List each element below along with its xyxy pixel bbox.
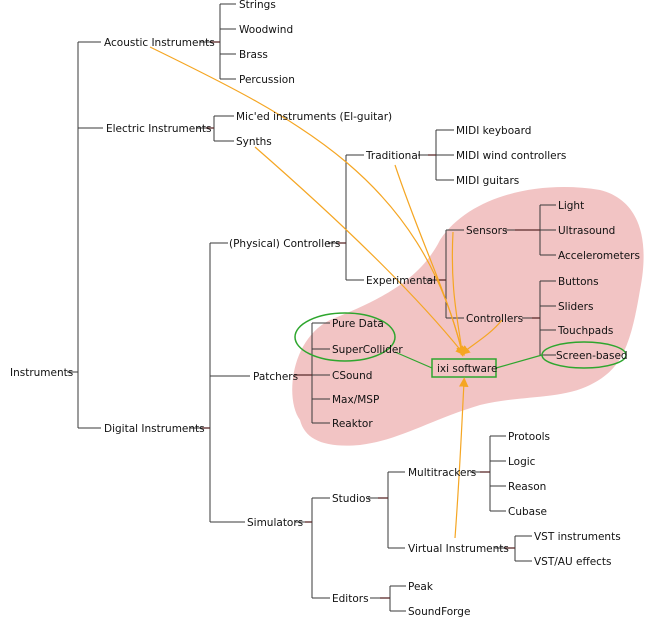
node-experimental: Experimental bbox=[366, 275, 436, 287]
node-sensors: Sensors bbox=[466, 225, 507, 237]
node-reason: Reason bbox=[508, 481, 546, 493]
node-supercollider: SuperCollider bbox=[332, 344, 403, 356]
node-light: Light bbox=[558, 200, 584, 212]
node-woodwind: Woodwind bbox=[239, 24, 293, 36]
patcher-group-outline bbox=[294, 312, 396, 362]
node-virtual-instruments: Virtual Instruments bbox=[408, 543, 509, 555]
node-pure-data: Pure Data bbox=[332, 318, 384, 330]
node-vst-au-effects: VST/AU effects bbox=[534, 556, 612, 568]
node-root: Instruments bbox=[10, 367, 73, 379]
node-simulators: Simulators bbox=[247, 517, 303, 529]
node-synths: Synths bbox=[236, 136, 272, 148]
node-reaktor: Reaktor bbox=[332, 418, 373, 430]
node-cubase: Cubase bbox=[508, 506, 547, 518]
node-patchers: Patchers bbox=[253, 371, 298, 383]
node-midi-keyboard: MIDI keyboard bbox=[456, 125, 531, 137]
node-soundforge: SoundForge bbox=[408, 606, 470, 618]
node-buttons: Buttons bbox=[558, 276, 599, 288]
node-maxmsp: Max/MSP bbox=[332, 394, 379, 406]
node-ultrasound: Ultrasound bbox=[558, 225, 615, 237]
node-accelerometers: Accelerometers bbox=[558, 250, 640, 262]
tree-connectors bbox=[67, 3, 556, 612]
node-screen-based: Screen-based bbox=[556, 350, 628, 362]
node-percussion: Percussion bbox=[239, 74, 295, 86]
node-electric: Electric Instruments bbox=[106, 123, 212, 135]
link-patchers-to-ixi bbox=[394, 351, 433, 369]
node-brass: Brass bbox=[239, 49, 268, 61]
node-midi-guitars: MIDI guitars bbox=[456, 175, 519, 187]
influence-arrows bbox=[149, 46, 503, 539]
node-studios: Studios bbox=[332, 493, 371, 505]
node-multitrackers: Multitrackers bbox=[408, 467, 476, 479]
highlight-region bbox=[292, 187, 644, 446]
node-midi-wind: MIDI wind controllers bbox=[456, 150, 566, 162]
node-controllers: Controllers bbox=[466, 313, 523, 325]
node-vst-instruments: VST instruments bbox=[534, 531, 621, 543]
node-acoustic: Acoustic Instruments bbox=[104, 37, 215, 49]
node-peak: Peak bbox=[408, 581, 434, 593]
node-traditional: Traditional bbox=[365, 150, 421, 162]
node-ixi-software: ixi software bbox=[437, 363, 497, 375]
node-csound: CSound bbox=[332, 370, 372, 382]
link-ixi-to-screen bbox=[495, 354, 543, 369]
node-digital: Digital Instruments bbox=[104, 423, 205, 435]
node-editors: Editors bbox=[332, 593, 369, 605]
node-miced: Mic'ed instruments (El-guitar) bbox=[236, 111, 392, 123]
node-physical-controllers: (Physical) Controllers bbox=[229, 238, 340, 250]
node-logic: Logic bbox=[508, 456, 536, 468]
node-strings: Strings bbox=[239, 0, 276, 11]
node-protools: Protools bbox=[508, 431, 550, 443]
node-touchpads: Touchpads bbox=[557, 325, 613, 337]
node-sliders: Sliders bbox=[558, 301, 593, 313]
